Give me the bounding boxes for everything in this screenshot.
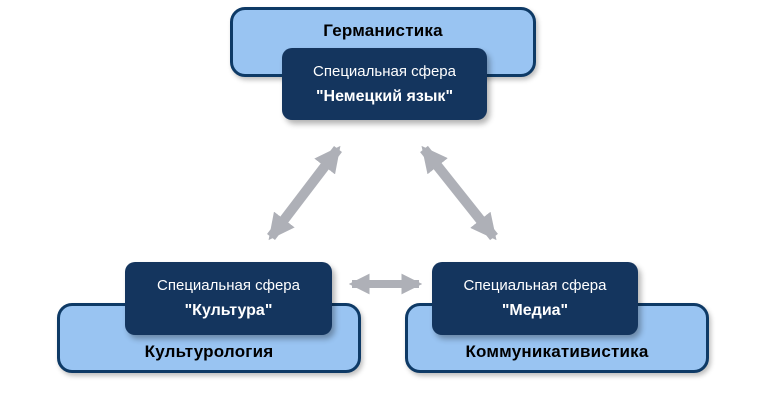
discipline-label-communication-studies: Коммуникативистика	[465, 342, 649, 361]
sphere-box-culture: Специальная сфера "Культура"	[125, 262, 332, 335]
arrow-germanistics-culturology	[267, 145, 342, 241]
sphere-label: Специальная сфера	[313, 62, 456, 80]
sphere-value: "Немецкий язык"	[315, 87, 454, 105]
sphere-label: Специальная сфера	[463, 277, 607, 294]
sphere-box-media: Специальная сфера "Медиа"	[432, 262, 638, 335]
sphere-label: Специальная сфера	[157, 277, 300, 294]
discipline-label-germanistics: Германистика	[323, 21, 443, 40]
discipline-label-culturology: Культурология	[144, 342, 274, 361]
sphere-box-german-language: Специальная сфера "Немецкий язык"	[282, 48, 487, 120]
sphere-value: "Медиа"	[501, 302, 569, 319]
sphere-value: "Культура"	[184, 302, 273, 319]
arrow-germanistics-communication-studies	[420, 145, 498, 241]
